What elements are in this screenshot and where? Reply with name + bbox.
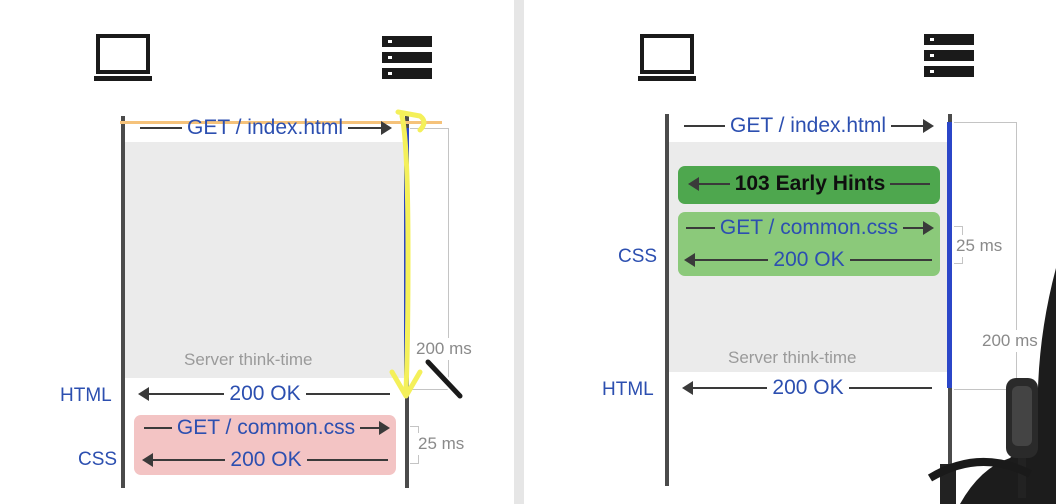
timing-label-long: 200 ms [980, 330, 1040, 352]
request-css-label: GET / common.css [719, 216, 899, 239]
response-css-arrow: 200 OK [683, 248, 932, 272]
css-fetch-box [678, 212, 940, 276]
presenter-webcam-overlay [927, 268, 1056, 504]
orange-annotation-line [120, 121, 442, 124]
request-index-arrow: GET / index.html [140, 116, 393, 140]
request-css-arrow: GET / common.css [686, 216, 934, 240]
request-css-arrow: GET / common.css [144, 416, 390, 440]
timing-label-long: 200 ms [414, 338, 474, 360]
server-processing-bar [947, 122, 952, 388]
diagram-without-early-hints: Server think-time GET / index.html 200 m… [0, 0, 514, 504]
html-row-label: HTML [60, 385, 112, 406]
response-css-label: 200 OK [230, 448, 302, 471]
timing-label-short: 25 ms [954, 235, 1005, 257]
response-html-label: 200 OK [229, 382, 301, 405]
css-fetch-box [134, 415, 396, 475]
laptop-icon [638, 34, 696, 81]
request-css-label: GET / common.css [176, 416, 356, 439]
server-stack-icon [924, 34, 974, 77]
response-html-label: 200 OK [772, 376, 844, 399]
timing-label-short: 25 ms [416, 433, 467, 455]
server-think-time-label: Server think-time [728, 348, 857, 367]
html-row-label: HTML [602, 379, 654, 400]
response-html-arrow: 200 OK [137, 382, 390, 406]
server-stack-icon [382, 36, 432, 79]
request-index-label: GET / index.html [730, 114, 887, 137]
early-hints-box [678, 166, 940, 204]
yellow-annotation-arrow [389, 109, 427, 399]
laptop-icon [94, 34, 152, 81]
server-think-time-label: Server think-time [184, 350, 313, 369]
response-css-arrow: 200 OK [141, 448, 388, 472]
early-hints-arrow: 103 Early Hints [688, 172, 930, 196]
client-lifeline [665, 114, 669, 486]
css-row-label: CSS [78, 449, 118, 470]
pen-cursor-icon [424, 358, 465, 401]
response-html-arrow: 200 OK [681, 376, 932, 400]
request-index-label: GET / index.html [187, 116, 344, 139]
response-css-label: 200 OK [773, 248, 845, 271]
server-think-time-area [124, 142, 406, 378]
timing-bracket-long [954, 122, 1017, 390]
request-index-arrow: GET / index.html [684, 114, 935, 138]
diagram-with-early-hints: Server think-time GET / index.html 103 E… [524, 0, 1056, 504]
client-lifeline [121, 116, 125, 488]
css-row-label: CSS [618, 246, 658, 267]
early-hints-label: 103 Early Hints [734, 172, 886, 195]
timing-bracket-long [410, 128, 449, 390]
